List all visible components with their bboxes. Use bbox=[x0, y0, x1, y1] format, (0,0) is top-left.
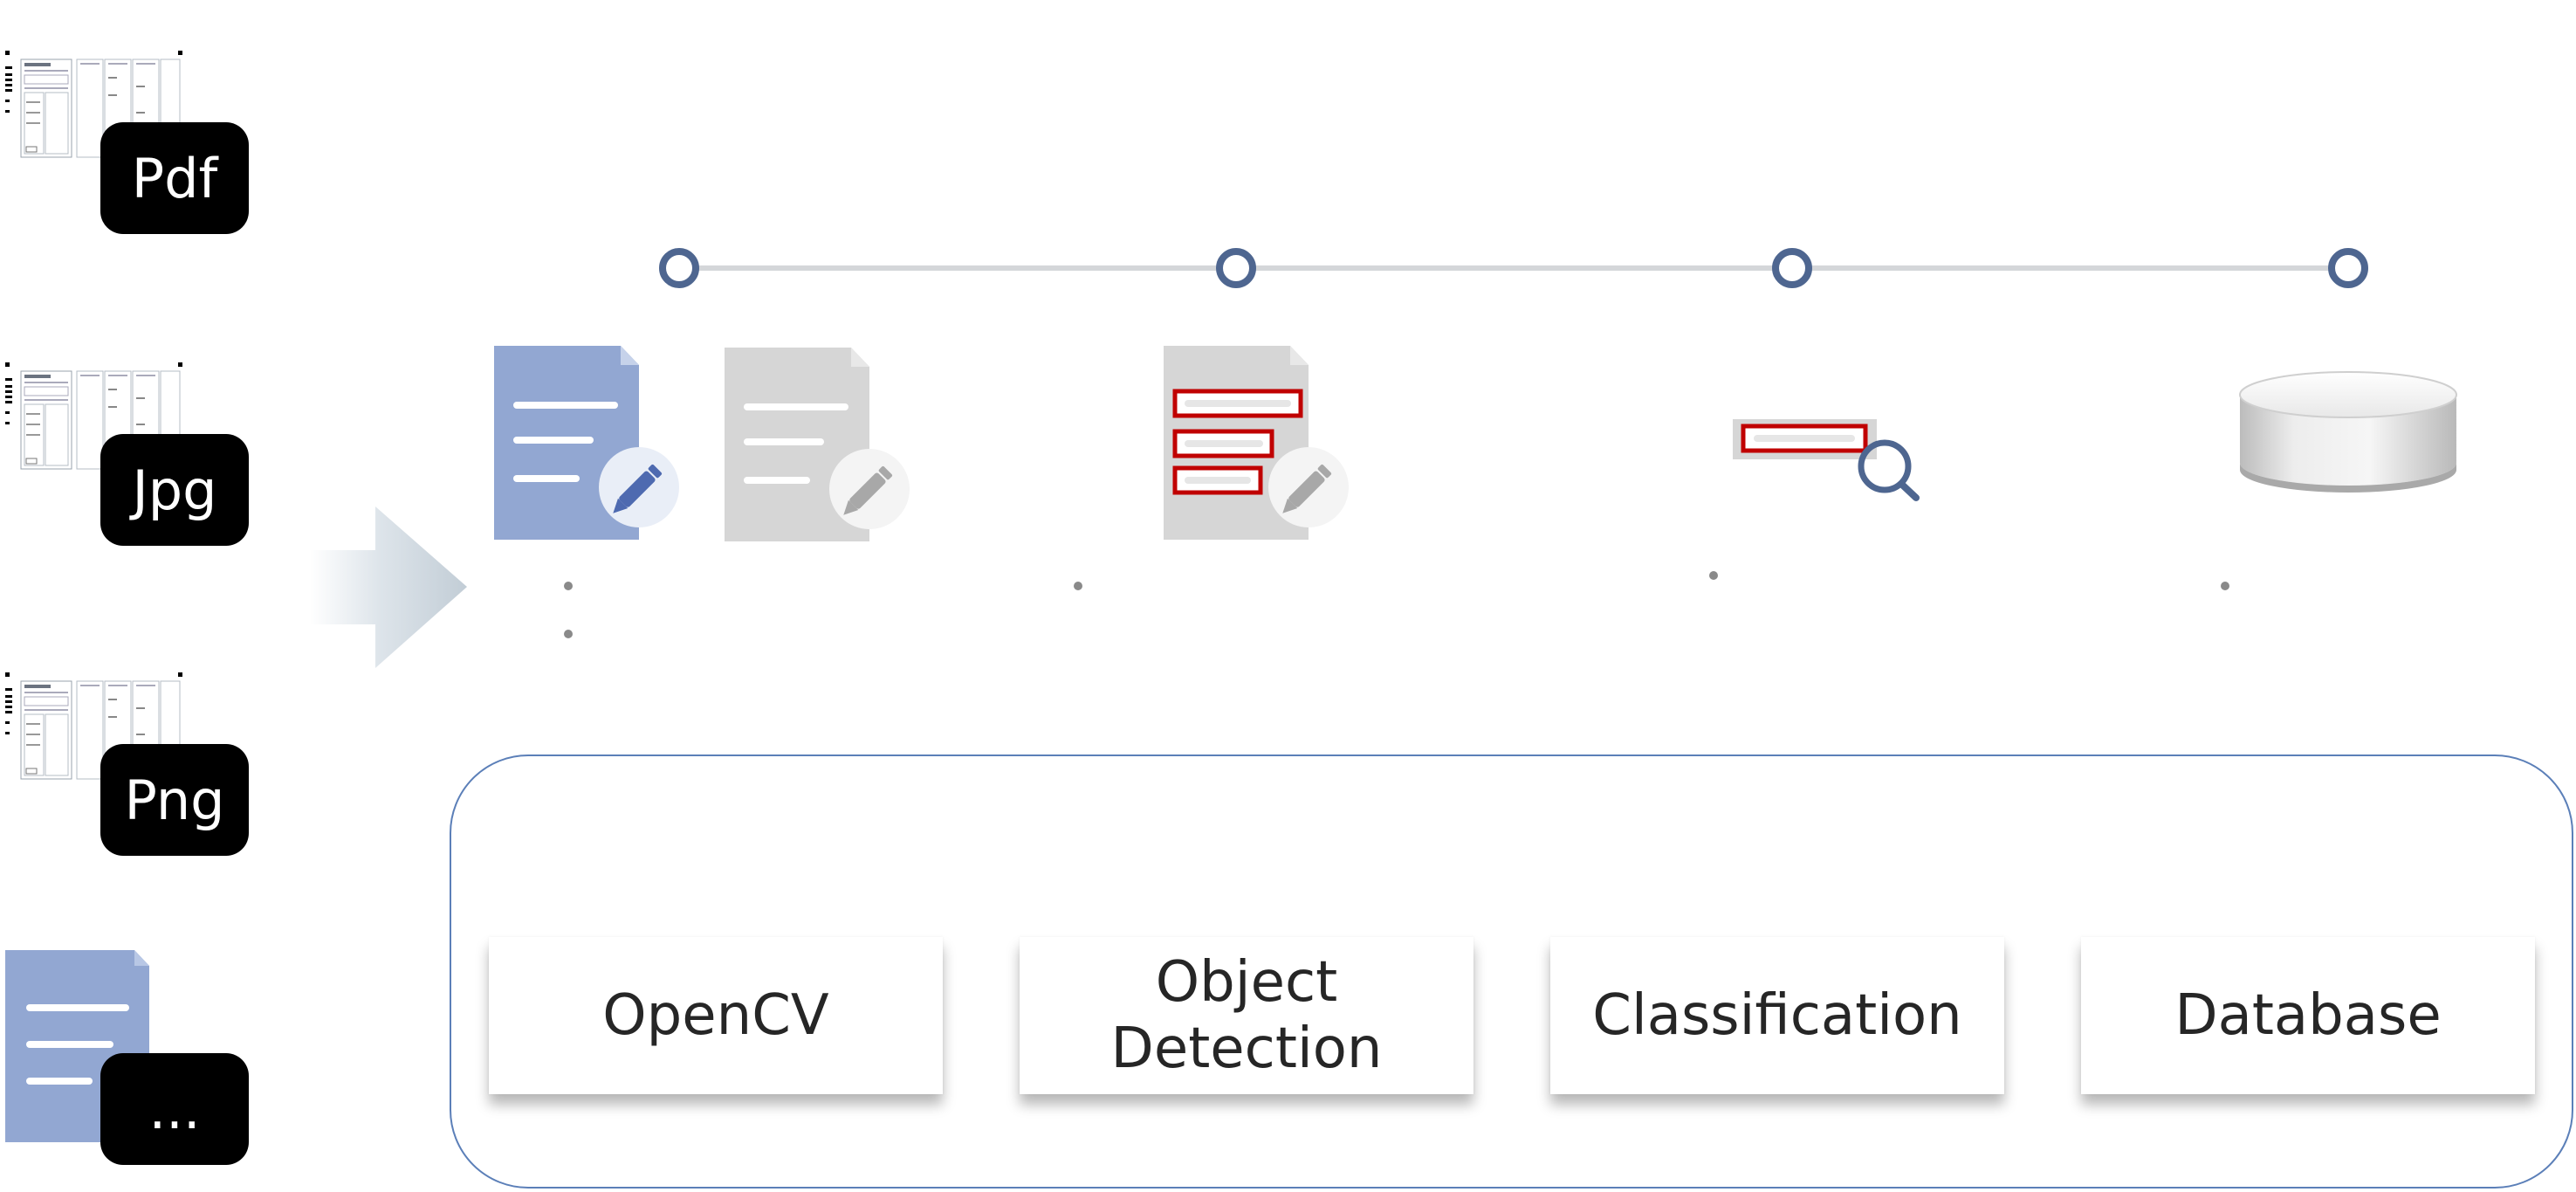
format-badge-label: Jpg bbox=[132, 458, 217, 522]
format-badge-label: ... bbox=[148, 1077, 201, 1141]
database-icon bbox=[2239, 371, 2457, 493]
document-edit-icon bbox=[725, 348, 910, 541]
format-badge-pdf: Pdf bbox=[100, 122, 249, 234]
stage-label: Object Detection bbox=[1110, 950, 1383, 1081]
input-other: ... bbox=[5, 950, 258, 1165]
bullet-dot bbox=[1709, 571, 1718, 580]
bullet-dot bbox=[1074, 582, 1082, 590]
stage-box-opencv: OpenCV bbox=[489, 937, 943, 1094]
timeline-node bbox=[659, 248, 699, 288]
arrow-right-icon bbox=[310, 506, 467, 668]
magnifier-icon bbox=[1733, 419, 1920, 501]
document-edit-icon bbox=[494, 346, 679, 540]
input-pdf: Pdf bbox=[5, 51, 258, 234]
timeline-node bbox=[1772, 248, 1812, 288]
input-jpg: Jpg bbox=[5, 362, 258, 546]
format-badge-jpg: Jpg bbox=[100, 434, 249, 546]
bullet-dot bbox=[564, 630, 573, 638]
timeline-node bbox=[1216, 248, 1256, 288]
timeline bbox=[659, 248, 2368, 288]
technology-panel bbox=[450, 754, 2573, 1189]
input-png: Png bbox=[5, 672, 258, 856]
format-badge-label: Png bbox=[124, 768, 225, 832]
stage-box-database: Database bbox=[2081, 937, 2535, 1094]
stage-label: Classification bbox=[1592, 983, 1962, 1048]
stage-box-classification: Classification bbox=[1550, 937, 2004, 1094]
stage-label: OpenCV bbox=[602, 983, 829, 1048]
stage-label: Database bbox=[2174, 983, 2442, 1048]
bullet-dot bbox=[2221, 582, 2229, 590]
format-badge-label: Pdf bbox=[131, 146, 218, 210]
format-badge-other: ... bbox=[100, 1053, 249, 1165]
stage-box-object-detection: Object Detection bbox=[1020, 937, 1473, 1094]
format-badge-png: Png bbox=[100, 744, 249, 856]
timeline-node bbox=[2328, 248, 2368, 288]
bullet-dot bbox=[564, 582, 573, 590]
object-detection-icon bbox=[1164, 346, 1349, 540]
